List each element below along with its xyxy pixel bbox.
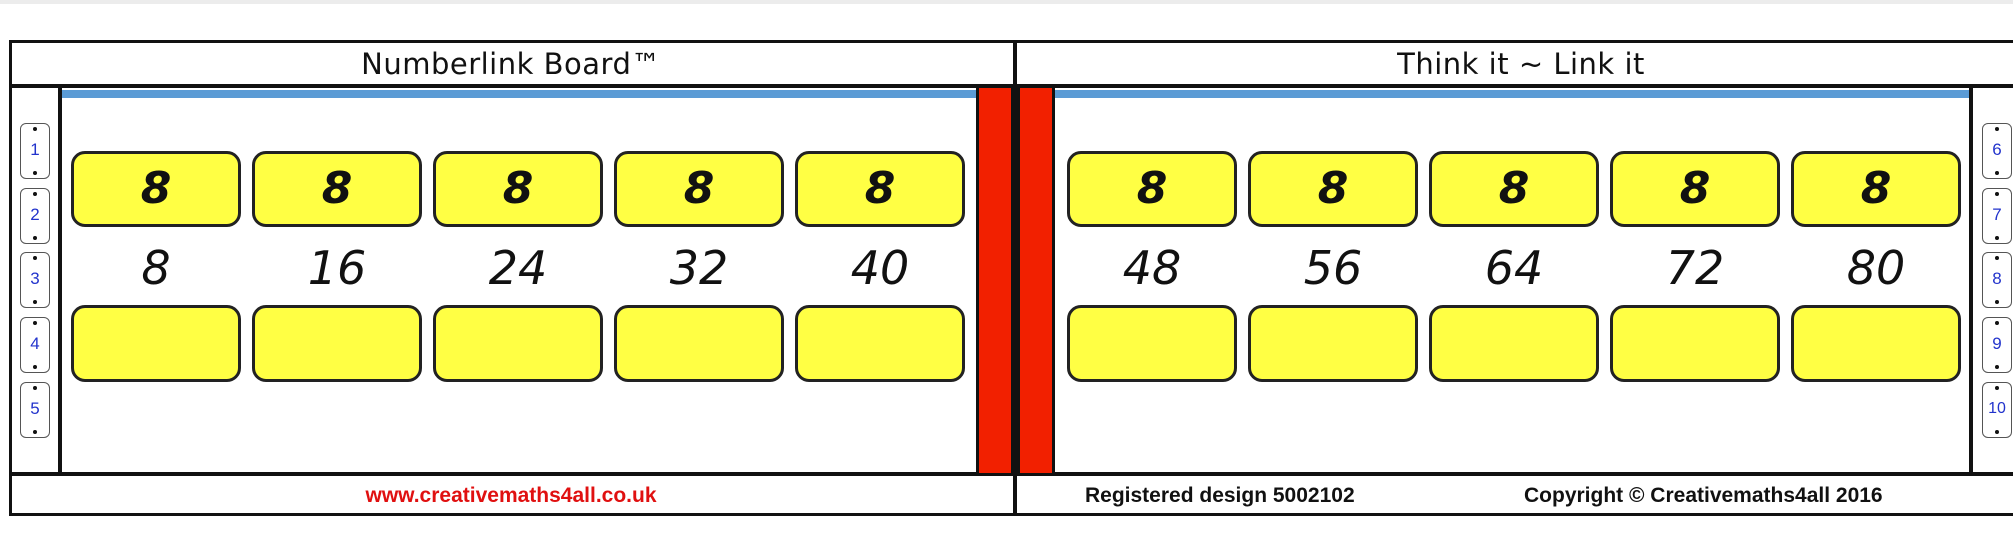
product-value: 40 (850, 241, 910, 295)
product-value: 56 (1303, 241, 1363, 295)
multiplier-tile[interactable]: 8 (433, 151, 603, 227)
product-value: 32 (669, 241, 729, 295)
multiplier-tile[interactable]: 8 (614, 151, 784, 227)
multiplier-tile[interactable]: 8 (1610, 151, 1780, 227)
answer-tile[interactable] (614, 305, 784, 382)
answer-tile[interactable] (1610, 305, 1780, 382)
left-strip-divider (58, 86, 62, 474)
answer-tile[interactable] (71, 305, 241, 382)
center-divider (1013, 40, 1017, 516)
copyright: Copyright © Creativemaths4all 2016 (1524, 484, 1883, 507)
product-value: 24 (488, 241, 548, 295)
product-value: 72 (1665, 241, 1725, 295)
answer-tile[interactable] (1067, 305, 1237, 382)
header-divider (9, 84, 2013, 88)
left-blue-bar (62, 90, 978, 98)
multiplier-tile[interactable]: 8 (795, 151, 965, 227)
row-tab-2[interactable]: 2 (20, 188, 50, 244)
multiplier-tile[interactable]: 8 (252, 151, 422, 227)
row-tab-3[interactable]: 3 (20, 252, 50, 308)
multiplier-tile[interactable]: 8 (1791, 151, 1961, 227)
multiplier-tile[interactable]: 8 (1067, 151, 1237, 227)
answer-tile[interactable] (1248, 305, 1418, 382)
row-tab-10[interactable]: 10 (1982, 382, 2012, 438)
row-tab-5[interactable]: 5 (20, 382, 50, 438)
row-tab-4[interactable]: 4 (20, 317, 50, 373)
answer-tile[interactable] (1791, 305, 1961, 382)
product-value: 80 (1846, 241, 1906, 295)
multiplier-tile[interactable]: 8 (1248, 151, 1418, 227)
row-tab-1[interactable]: 1 (20, 123, 50, 179)
right-strip-divider (1969, 86, 1973, 474)
footer-divider (9, 472, 2013, 476)
row-tab-7[interactable]: 7 (1982, 188, 2012, 244)
registered-design: Registered design 5002102 (1085, 484, 1355, 507)
row-tab-9[interactable]: 9 (1982, 317, 2012, 373)
answer-tile[interactable] (433, 305, 603, 382)
product-value: 8 (141, 241, 171, 295)
website-link[interactable]: www.creativemaths4all.co.uk (365, 484, 657, 507)
right-title: Think it ~ Link it (1397, 47, 1645, 81)
multiplier-tile[interactable]: 8 (71, 151, 241, 227)
right-blue-bar (1055, 90, 1969, 98)
answer-tile[interactable] (795, 305, 965, 382)
left-title: Numberlink Board™ (361, 47, 661, 81)
top-edge (0, 0, 2013, 4)
answer-tile[interactable] (252, 305, 422, 382)
row-tab-8[interactable]: 8 (1982, 252, 2012, 308)
answer-tile[interactable] (1429, 305, 1599, 382)
product-value: 48 (1122, 241, 1182, 295)
product-value: 64 (1484, 241, 1544, 295)
row-tab-6[interactable]: 6 (1982, 123, 2012, 179)
left-spine (976, 88, 1014, 473)
right-spine (1017, 88, 1055, 473)
product-value: 16 (307, 241, 367, 295)
multiplier-tile[interactable]: 8 (1429, 151, 1599, 227)
